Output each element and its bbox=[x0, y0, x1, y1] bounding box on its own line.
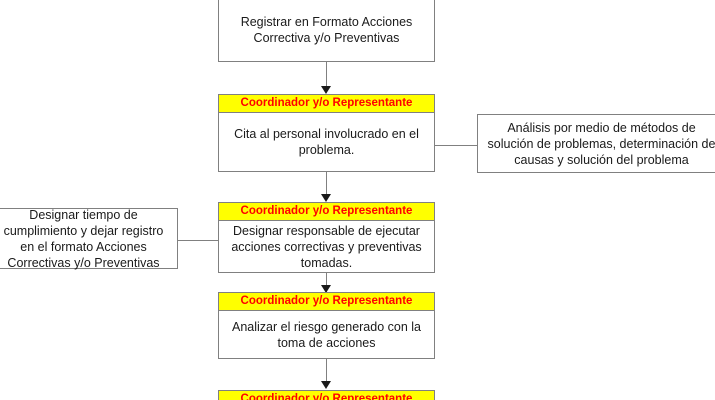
connector-analizar-to-bottom bbox=[326, 359, 327, 387]
process-body-designar-responsable: Designar responsable de ejecutar accione… bbox=[231, 223, 422, 270]
connector-designar-to-analizar bbox=[326, 273, 327, 293]
connector-cita-to-designar bbox=[326, 172, 327, 196]
connector-note-tiempo-to-designar bbox=[177, 240, 219, 241]
process-header-bottom-partial: Coordinador y/o Representante bbox=[219, 391, 434, 400]
connector-cita-to-note-analisis bbox=[435, 145, 478, 146]
arrowhead-icon-to-bottom bbox=[321, 381, 331, 389]
process-box-registrar[interactable]: Coordinador y/o Representante Registrar … bbox=[218, 0, 435, 62]
process-header-analizar-riesgo: Coordinador y/o Representante bbox=[219, 293, 434, 311]
process-header-cita: Coordinador y/o Representante bbox=[219, 95, 434, 113]
process-body-analizar-riesgo: Analizar el riesgo generado con la toma … bbox=[231, 319, 421, 350]
process-box-analizar-riesgo[interactable]: Coordinador y/o Representante Analizar e… bbox=[218, 292, 435, 359]
note-designar-tiempo-text: Designar tiempo de cumplimiento y dejar … bbox=[3, 207, 164, 270]
arrowhead-icon-to-analizar bbox=[321, 285, 331, 293]
process-box-cita[interactable]: Coordinador y/o Representante Cita al pe… bbox=[218, 94, 435, 172]
process-body-registrar: Registrar en Formato Acciones Correctiva… bbox=[240, 15, 413, 45]
note-designar-tiempo[interactable]: Designar tiempo de cumplimiento y dejar … bbox=[0, 207, 178, 270]
connector-registrar-to-cita bbox=[326, 61, 327, 88]
process-box-bottom-partial[interactable]: Coordinador y/o Representante bbox=[218, 390, 435, 400]
note-analisis-text: Análisis por medio de métodos de solució… bbox=[487, 120, 715, 167]
process-box-designar-responsable[interactable]: Coordinador y/o Representante Designar r… bbox=[218, 202, 435, 273]
note-analisis[interactable]: Análisis por medio de métodos de solució… bbox=[477, 114, 715, 173]
process-body-cita: Cita al personal involucrado en el probl… bbox=[234, 127, 419, 157]
arrowhead-icon-to-cita bbox=[321, 86, 331, 94]
arrowhead-icon-to-designar bbox=[321, 194, 331, 202]
process-header-designar-responsable: Coordinador y/o Representante bbox=[219, 203, 434, 221]
